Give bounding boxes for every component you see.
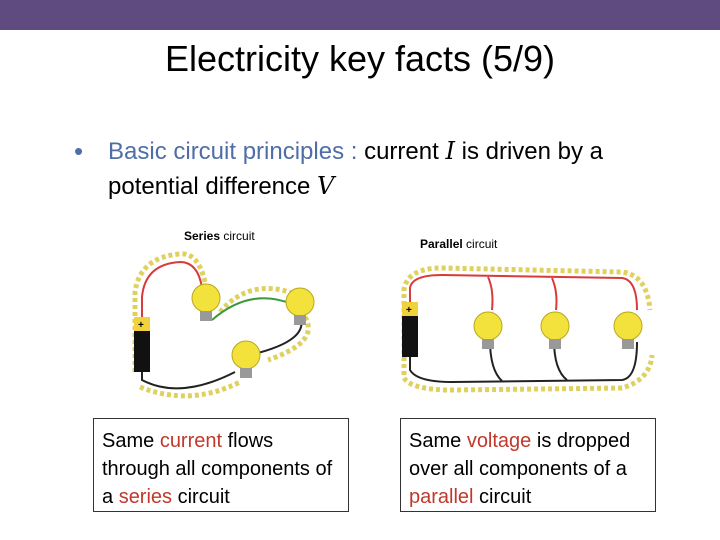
series-caption-highlight-current: current bbox=[159, 430, 223, 452]
variable-i: I bbox=[445, 137, 455, 165]
slide-title: Electricity key facts (5/9) bbox=[164, 38, 556, 79]
series-wire-black-bottom bbox=[141, 371, 236, 390]
parallel-wire-red-branch-2 bbox=[551, 277, 558, 311]
series-electron-flow-right bbox=[267, 315, 311, 363]
parallel-circuit-diagram: Parallel circuit + bbox=[401, 237, 655, 393]
parallel-caption-box: Same voltage is dropped over all compone… bbox=[400, 418, 656, 512]
series-electron-flow-top bbox=[132, 251, 208, 372]
series-bulb-1 bbox=[191, 283, 221, 321]
parallel-caption-text-2: is dropped over all components of a bbox=[409, 430, 631, 480]
series-circuit-diagram: Series circuit + bbox=[132, 229, 315, 399]
parallel-circuit-label: Parallel circuit bbox=[420, 237, 498, 251]
bullet-heading: Basic circuit principles : bbox=[108, 138, 365, 165]
series-wire-red bbox=[141, 260, 203, 317]
parallel-bulb-3 bbox=[613, 311, 643, 349]
parallel-electron-flow-bottom bbox=[401, 354, 655, 393]
parallel-wire-red-branch-1 bbox=[487, 276, 494, 311]
bullet-text-driven: is driven by a potential difference bbox=[108, 138, 604, 200]
series-caption-box: Same current flows through all component… bbox=[93, 418, 349, 512]
series-caption-text-2: flows through all components of a bbox=[102, 430, 333, 508]
bullet-marker: • bbox=[74, 136, 84, 166]
parallel-caption-text-1: Same bbox=[409, 430, 467, 452]
parallel-electron-flow-top bbox=[401, 265, 653, 375]
parallel-bulb-1 bbox=[473, 311, 503, 349]
parallel-wire-red-top bbox=[409, 273, 638, 311]
series-caption-highlight-series: series bbox=[118, 486, 173, 508]
series-battery-terminal bbox=[134, 317, 150, 331]
series-caption-text-3: circuit bbox=[172, 486, 230, 508]
parallel-bulb-2 bbox=[540, 311, 570, 349]
series-electron-flow-mid bbox=[218, 285, 296, 314]
parallel-wire-black-bottom bbox=[409, 341, 638, 384]
top-accent-bar bbox=[0, 0, 720, 30]
parallel-caption-text-3: circuit bbox=[473, 486, 532, 508]
series-circuit-label: Series circuit bbox=[184, 229, 255, 243]
series-electron-flow-bottom bbox=[139, 379, 242, 399]
series-bulb-3 bbox=[231, 340, 261, 378]
parallel-battery-plus: + bbox=[406, 305, 412, 316]
series-battery-plus: + bbox=[138, 320, 144, 331]
parallel-battery-terminal bbox=[402, 302, 418, 316]
variable-v: V bbox=[317, 172, 335, 200]
series-wire-green bbox=[211, 297, 293, 321]
bullet-text-current: current bbox=[364, 138, 446, 165]
parallel-caption-highlight-parallel: parallel bbox=[409, 486, 474, 508]
series-caption-text-1: Same bbox=[102, 430, 160, 452]
series-bulb-2 bbox=[285, 287, 315, 325]
bullet-text: Basic circuit principles : current I is … bbox=[108, 134, 668, 204]
parallel-caption-highlight-voltage: voltage bbox=[466, 430, 532, 452]
